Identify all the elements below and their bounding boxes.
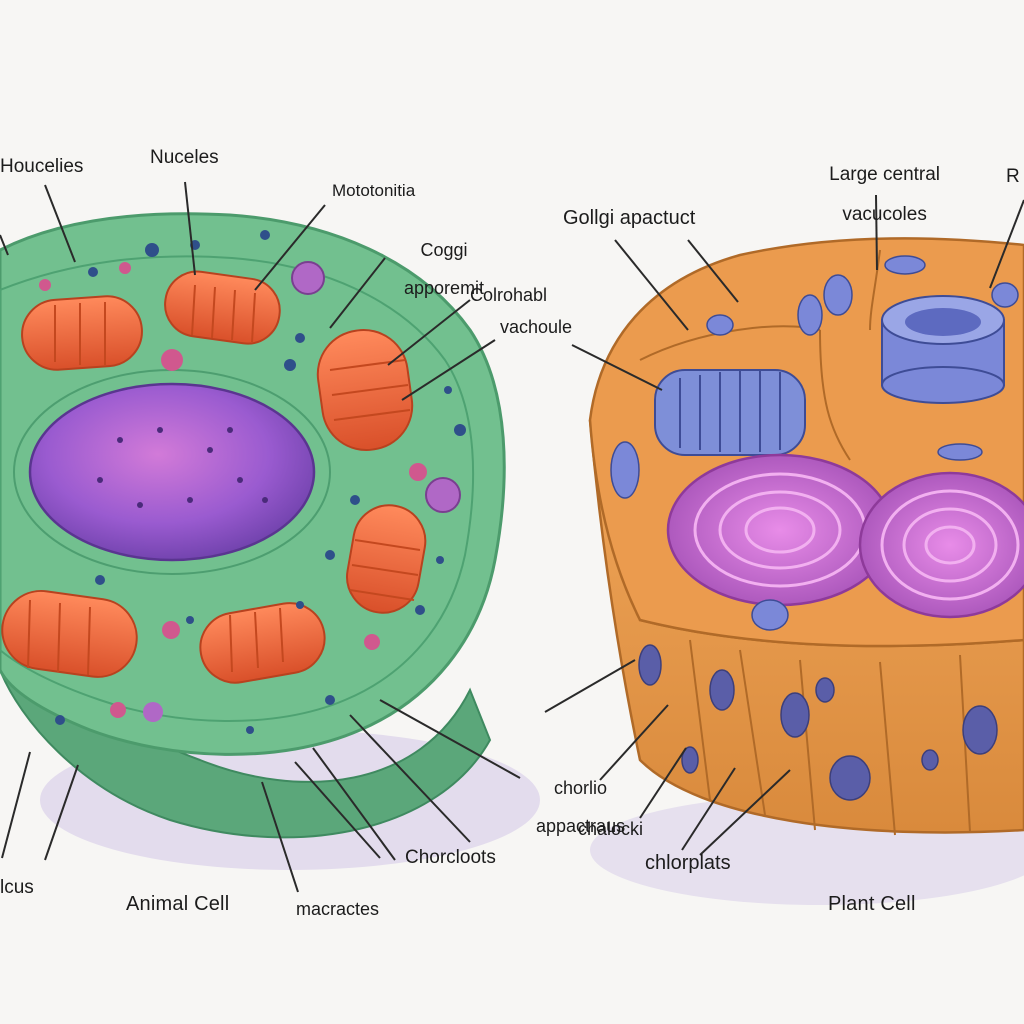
leader-chorcloots-c <box>349 714 471 843</box>
label-houcelies: Houcelies <box>0 156 84 177</box>
label-chorlio-line1: chorlio <box>554 777 608 798</box>
leader-chlorplats-b <box>699 769 791 856</box>
leader-macractes-a <box>261 781 299 893</box>
label-chorcloots: Chorcloots <box>405 847 496 868</box>
leader-chorlio-animal <box>379 699 521 779</box>
leader-lcus-a <box>1 751 31 859</box>
caption-animal-cell: Animal Cell <box>126 893 230 915</box>
plant-cell-wall-divisions <box>639 249 971 836</box>
label-vachoule: vachoule <box>500 317 573 337</box>
label-golgi-apactuct: Gollgi apactuct <box>563 207 696 229</box>
chloroplast-left <box>666 453 894 607</box>
leader-colrohabl <box>387 299 471 366</box>
inner-membrane <box>0 255 475 722</box>
label-large-central: Large central vacucoles <box>808 145 940 245</box>
mitochondria-cristae <box>27 284 421 676</box>
leader-golgi-b <box>687 239 739 303</box>
caption-plant-cell: Plant Cell <box>828 893 916 915</box>
plant-small-vacuoles <box>610 255 1019 631</box>
leader-mototonitia <box>254 204 326 291</box>
leader-chlorplats <box>681 767 736 851</box>
animal-cell <box>0 212 506 839</box>
label-chalocki: chalocki <box>578 819 644 839</box>
nucleus <box>28 382 316 562</box>
nucleus-pores <box>97 427 268 508</box>
leader-chorcloots-a <box>294 761 381 859</box>
plant-cell <box>588 237 1024 836</box>
leader-houcelies-left <box>0 234 9 256</box>
leader-vachoule <box>401 339 496 401</box>
leader-chorcloots-b <box>312 747 396 861</box>
leader-nuceles <box>184 181 196 276</box>
label-chorlio: chorlio appactraus <box>516 760 625 854</box>
label-macractes: macractes <box>296 899 380 919</box>
leader-golgi-a <box>614 239 689 331</box>
mitochondrion-lower-left <box>1 589 138 678</box>
label-coggi-line2: apporemit <box>404 277 485 298</box>
label-chlorplats: chlorplats <box>645 852 731 874</box>
mitochondrion-lower-right <box>346 504 427 614</box>
leader-houcelies <box>44 184 76 263</box>
label-colrohabl: Colrohabl <box>470 285 548 305</box>
leader-vachoule-plant <box>571 344 663 391</box>
golgi-stack <box>654 369 806 456</box>
label-lcus: lcus <box>0 877 34 898</box>
label-coggi-line1: Coggi <box>420 239 468 260</box>
leader-lcus-b <box>44 764 79 861</box>
leader-coggi <box>329 257 386 329</box>
animal-vesicles <box>39 261 461 722</box>
chloroplast-right <box>858 471 1024 619</box>
central-vacuole-cylinder <box>881 295 1005 404</box>
label-mototonitia: Mototonitia <box>332 181 416 200</box>
mitochondrion-upper-left <box>21 295 143 371</box>
label-large-central-line2: vacucoles <box>842 203 927 225</box>
label-r: R <box>1006 166 1020 187</box>
leader-lines <box>0 181 1024 893</box>
label-large-central-line1: Large central <box>829 163 941 185</box>
label-chorlio-line2: appactraus <box>536 815 626 836</box>
leader-chorlio-plant <box>544 659 636 713</box>
label-coggi: Coggi apporemit <box>384 222 484 316</box>
leader-chalocki-b <box>639 747 687 819</box>
leader-large-central <box>875 194 878 271</box>
plant-cell-pores <box>638 644 998 801</box>
leader-chalocki <box>599 704 669 781</box>
label-nuceles: Nuceles <box>150 147 219 168</box>
leader-r <box>989 199 1024 289</box>
